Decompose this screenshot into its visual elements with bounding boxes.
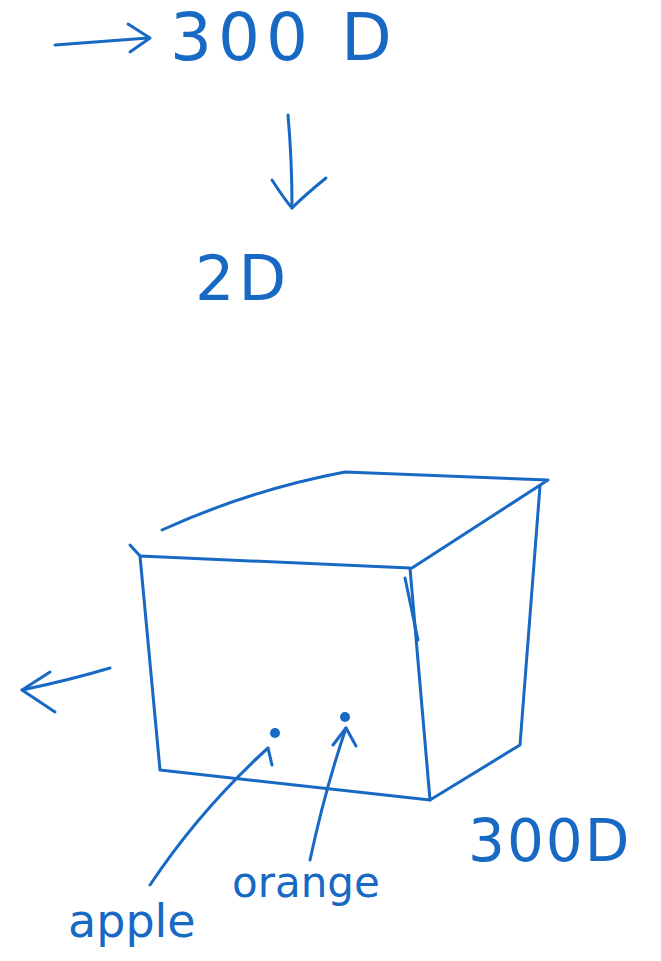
sketch-label: 2D bbox=[195, 248, 290, 310]
cube-side-face bbox=[430, 486, 540, 800]
leader-head bbox=[255, 748, 272, 765]
apple-dot bbox=[270, 728, 280, 738]
leader-head bbox=[333, 728, 356, 746]
sketch-label: 300D bbox=[468, 812, 631, 870]
pointer-arrow bbox=[55, 38, 148, 45]
orange-dot bbox=[340, 712, 350, 722]
left-arrow-head bbox=[22, 672, 55, 712]
cube-top-face bbox=[162, 472, 548, 568]
left-arrow bbox=[22, 668, 110, 690]
pointer-arrow-head bbox=[128, 24, 150, 52]
sketch-label: orange bbox=[232, 862, 380, 904]
down-arrow-head bbox=[272, 178, 326, 208]
leader-line bbox=[310, 728, 346, 860]
cube-front-face bbox=[140, 556, 430, 800]
cube-edge bbox=[130, 545, 140, 556]
sketch-label: 300 D bbox=[170, 5, 398, 71]
sketch-label: apple bbox=[68, 898, 196, 944]
down-arrow bbox=[288, 115, 292, 208]
cube-edge bbox=[405, 578, 418, 640]
